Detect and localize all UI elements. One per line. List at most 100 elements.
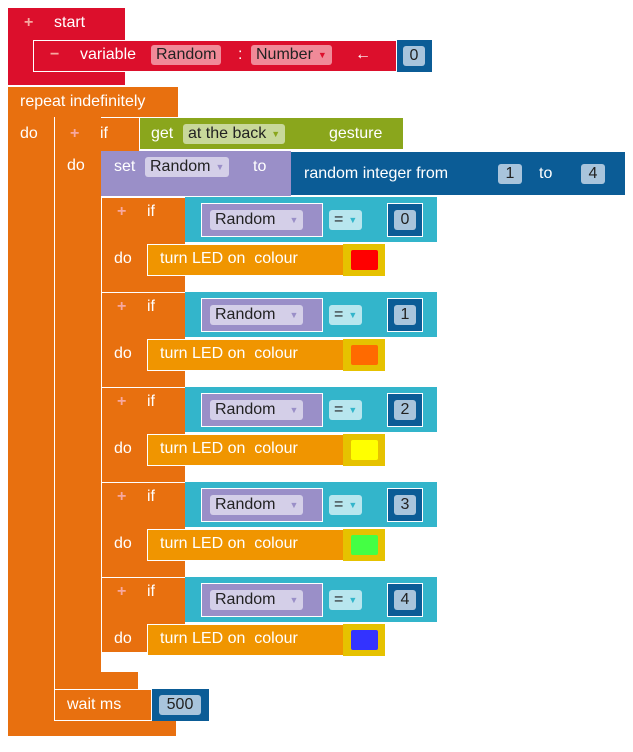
dropdown-arrow-icon: ▼ <box>348 405 358 415</box>
operator-dropdown[interactable]: =▼ <box>329 210 363 230</box>
random-label: random integer from <box>304 165 449 182</box>
start-label: start <box>54 14 86 31</box>
compare-variable-value: Random <box>215 496 276 514</box>
random-to-label: to <box>539 165 553 182</box>
operator-value: = <box>334 306 344 324</box>
repeat-label: repeat indefinitely <box>20 93 146 110</box>
set-variable-value: Random <box>150 158 211 176</box>
compare-variable-value: Random <box>215 591 276 609</box>
led-action-label: turn LED on colour <box>160 535 298 552</box>
colour-swatch[interactable] <box>351 250 378 270</box>
dropdown-arrow-icon: ▼ <box>289 405 299 415</box>
operator-value: = <box>334 401 344 419</box>
operator-value: = <box>334 211 344 229</box>
branch-if-label: if <box>147 393 155 410</box>
variable-label: variable <box>80 46 137 63</box>
branch-plus-icon[interactable]: + <box>117 298 127 315</box>
branch-if-label: if <box>147 488 155 505</box>
turn-led-on-block[interactable] <box>147 244 344 276</box>
variable-name-field[interactable]: Random <box>151 45 222 65</box>
variable-separator: : <box>238 46 243 63</box>
variable-minus-icon[interactable]: − <box>50 46 60 63</box>
operator-value: = <box>334 591 344 609</box>
variable-value-field[interactable]: 0 <box>403 46 425 66</box>
compare-variable-value: Random <box>215 306 276 324</box>
random-integer-block[interactable] <box>291 152 625 195</box>
compare-variable-value: Random <box>215 401 276 419</box>
branch-if-label: if <box>147 583 155 600</box>
set-variable-dropdown[interactable]: Random ▼ <box>145 157 230 177</box>
branch-do-label: do <box>114 345 132 362</box>
compare-variable-value: Random <box>215 211 276 229</box>
branch-plus-icon[interactable]: + <box>117 393 127 410</box>
set-label: set <box>114 158 136 175</box>
dropdown-arrow-icon: ▼ <box>289 500 299 510</box>
turn-led-on-block[interactable] <box>147 624 344 656</box>
operator-value: = <box>334 496 344 514</box>
random-from-field[interactable]: 1 <box>498 164 522 184</box>
compare-number-block[interactable] <box>387 298 423 332</box>
if-label: if <box>100 125 108 142</box>
led-action-label: turn LED on colour <box>160 250 298 267</box>
branch-plus-icon[interactable]: + <box>117 203 127 220</box>
dropdown-arrow-icon: ▼ <box>271 129 281 139</box>
colour-swatch[interactable] <box>351 345 378 365</box>
dropdown-arrow-icon: ▼ <box>348 595 358 605</box>
gesture-dropdown[interactable]: at the back ▼ <box>183 124 286 144</box>
compare-value-field[interactable]: 3 <box>394 495 416 515</box>
wait-block[interactable] <box>54 689 152 721</box>
gesture-get-label: get <box>151 125 174 142</box>
compare-number-block[interactable] <box>387 488 423 522</box>
led-action-label: turn LED on colour <box>160 345 298 362</box>
dropdown-arrow-icon: ▼ <box>348 500 358 510</box>
compare-variable-dropdown[interactable]: Random ▼ <box>210 400 304 420</box>
assign-arrow: ← <box>355 46 371 63</box>
operator-dropdown[interactable]: =▼ <box>329 590 363 610</box>
repeat-bottom <box>8 720 176 736</box>
compare-variable-dropdown[interactable]: Random ▼ <box>210 590 304 610</box>
repeat-arm <box>8 87 55 736</box>
colour-swatch[interactable] <box>351 440 378 460</box>
gesture-label: gesture <box>329 125 383 142</box>
operator-dropdown[interactable]: =▼ <box>329 400 363 420</box>
compare-value-field[interactable]: 1 <box>394 305 416 325</box>
dropdown-arrow-icon: ▼ <box>348 215 358 225</box>
variable-type-dropdown[interactable]: Number ▼ <box>251 45 332 65</box>
set-to-label: to <box>253 158 267 175</box>
wait-value-field[interactable]: 500 <box>159 695 201 715</box>
branch-do-label: do <box>114 535 132 552</box>
turn-led-on-block[interactable] <box>147 529 344 561</box>
branch-do-label: do <box>114 250 132 267</box>
led-action-label: turn LED on colour <box>160 440 298 457</box>
compare-variable-dropdown[interactable]: Random ▼ <box>210 305 304 325</box>
if-gesture-arm <box>54 117 101 689</box>
branch-do-label: do <box>114 630 132 647</box>
branch-plus-icon[interactable]: + <box>117 488 127 505</box>
operator-dropdown[interactable]: =▼ <box>329 495 363 515</box>
turn-led-on-block[interactable] <box>147 339 344 371</box>
colour-swatch[interactable] <box>351 535 378 555</box>
random-to-field[interactable]: 4 <box>581 164 605 184</box>
compare-variable-dropdown[interactable]: Random ▼ <box>210 210 304 230</box>
turn-led-on-block[interactable] <box>147 434 344 466</box>
start-plus-icon[interactable]: + <box>24 14 34 31</box>
gesture-option: at the back <box>188 125 267 143</box>
branch-if-label: if <box>147 298 155 315</box>
compare-value-field[interactable]: 2 <box>394 400 416 420</box>
dropdown-arrow-icon: ▼ <box>289 310 299 320</box>
operator-dropdown[interactable]: =▼ <box>329 305 363 325</box>
wait-label: wait ms <box>67 696 122 713</box>
colour-swatch[interactable] <box>351 630 378 650</box>
dropdown-arrow-icon: ▼ <box>289 215 299 225</box>
compare-value-field[interactable]: 4 <box>394 590 416 610</box>
compare-variable-dropdown[interactable]: Random ▼ <box>210 495 304 515</box>
dropdown-arrow-icon: ▼ <box>317 50 327 60</box>
if-plus-icon[interactable]: + <box>70 125 80 142</box>
branch-if-label: if <box>147 203 155 220</box>
branch-plus-icon[interactable]: + <box>117 583 127 600</box>
dropdown-arrow-icon: ▼ <box>348 310 358 320</box>
compare-value-field[interactable]: 0 <box>394 210 416 230</box>
variable-type-value: Number <box>256 46 313 64</box>
dropdown-arrow-icon: ▼ <box>215 162 225 172</box>
dropdown-arrow-icon: ▼ <box>289 595 299 605</box>
